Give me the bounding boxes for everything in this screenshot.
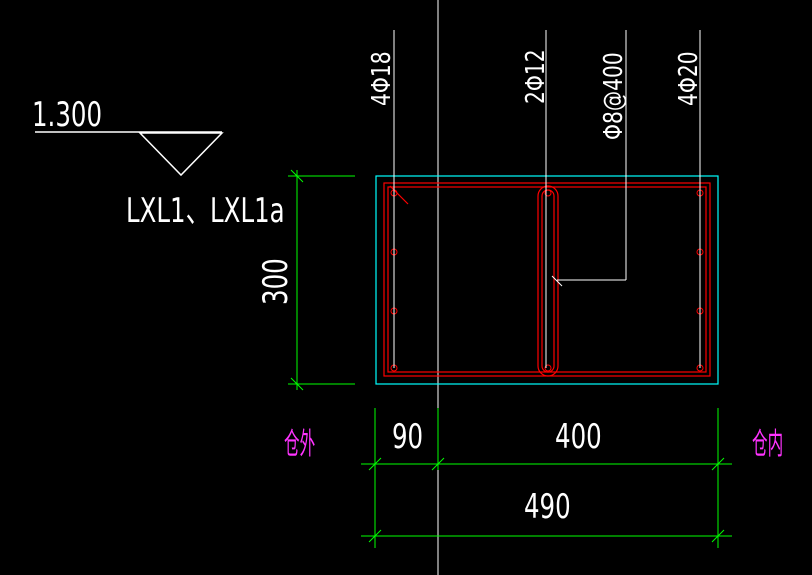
- dim-490: 490: [524, 487, 571, 526]
- height-dimension: [288, 169, 355, 391]
- dim-400: 400: [555, 417, 602, 456]
- beam-labels: LXL1、LXL1a: [126, 191, 285, 230]
- tick: [368, 529, 382, 543]
- elevation-value: 1.300: [32, 95, 102, 134]
- side-outside-label: 仓外: [284, 426, 315, 461]
- tick: [711, 457, 725, 471]
- rebar-label-left: 4Φ18: [367, 51, 397, 106]
- tie-bar-inner: [541, 189, 555, 373]
- leader-stirrup-tick: [551, 275, 563, 287]
- tick: [368, 457, 382, 471]
- elevation-marker: 1.300 LXL1、LXL1a: [32, 95, 285, 230]
- height-tick-top: [290, 169, 304, 183]
- beam-outline: [375, 175, 719, 385]
- stirrup-outer: [383, 182, 711, 377]
- tie-bar: [537, 185, 559, 377]
- width-dimensions: [361, 408, 732, 548]
- rebar-cage: [383, 182, 711, 377]
- dim-90: 90: [392, 417, 423, 456]
- height-value: 300: [256, 258, 295, 305]
- rebar-dot: [544, 364, 552, 372]
- rebar-label-right: 4Φ20: [674, 51, 704, 106]
- height-tick-bottom: [290, 377, 304, 391]
- stirrup-inner: [387, 186, 707, 373]
- rebar-label-middle: 2Φ12: [521, 49, 551, 104]
- tick: [431, 457, 445, 471]
- side-inside-label: 仓内: [752, 426, 783, 461]
- rebar-label-stirrup: Φ8@400: [599, 52, 629, 140]
- hook-left: [389, 185, 409, 205]
- leader-lines: [393, 30, 701, 368]
- elevation-triangle: [138, 132, 224, 177]
- tick: [711, 529, 725, 543]
- rebar-dot: [544, 189, 552, 197]
